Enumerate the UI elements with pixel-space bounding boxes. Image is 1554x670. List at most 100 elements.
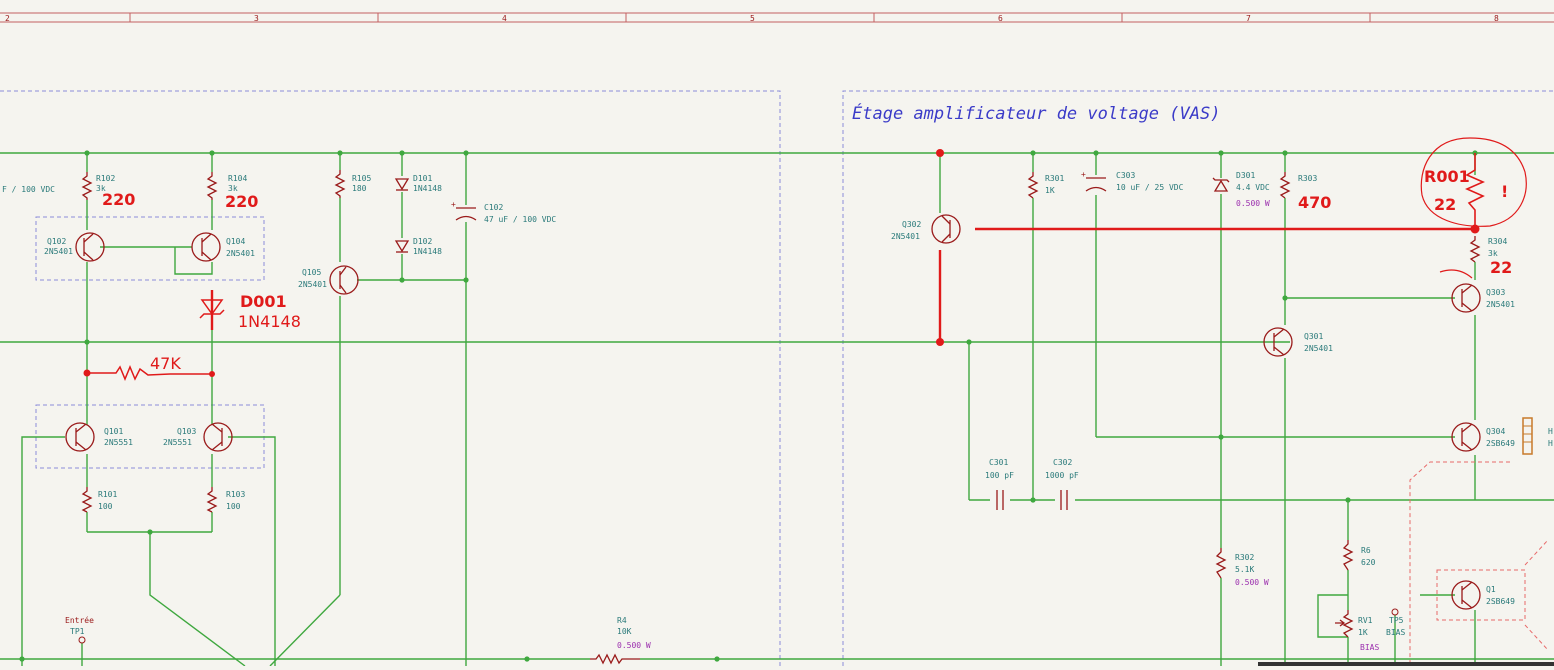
transistor-q103	[203, 422, 233, 452]
capacitor-c302	[1060, 490, 1068, 510]
r4-ref: R4	[617, 616, 627, 625]
transistor-q101	[65, 422, 95, 452]
resistor-r301	[1027, 172, 1039, 199]
annot-r001-mark: !	[1501, 182, 1508, 201]
wires-vas	[939, 153, 1554, 666]
svg-text:+: +	[451, 200, 456, 209]
annot-d001-val: 1N4148	[238, 312, 301, 331]
transistor-q104	[191, 232, 221, 262]
resistor-r105	[334, 170, 346, 198]
r104-ref: R104	[228, 174, 247, 183]
d301-val: 4.4 VDC	[1236, 183, 1270, 192]
q304-heatsink-ref: H	[1548, 427, 1553, 436]
rv1-val: 1K	[1358, 628, 1368, 637]
r302-ref: R302	[1235, 553, 1254, 562]
tp1-ref: TP1	[70, 627, 85, 636]
frame-col-5: 5	[750, 14, 755, 23]
q1-ref: Q1	[1486, 585, 1496, 594]
annot-47k-resistor	[83, 365, 215, 381]
r103-ref: R103	[226, 490, 245, 499]
capacitor-c301	[996, 490, 1004, 510]
q104-val: 2N5401	[226, 249, 255, 258]
annot-r001-circle	[1420, 137, 1527, 229]
transistor-q301	[1263, 327, 1293, 357]
tp5-val: BIAS	[1386, 628, 1405, 637]
frame-col-8: 8	[1494, 14, 1499, 23]
r105-val: 180	[352, 184, 367, 193]
c303-val: 10 uF / 25 VDC	[1116, 183, 1184, 192]
r101-ref: R101	[98, 490, 117, 499]
r4-pw: 0.500 W	[617, 641, 651, 650]
diode-d102	[394, 240, 410, 253]
r301-val: 1K	[1045, 186, 1055, 195]
c102-val: 47 uF / 100 VDC	[484, 215, 556, 224]
q105-val: 2N5401	[298, 280, 327, 289]
resistor-r104	[206, 172, 218, 200]
r101-val: 100	[98, 502, 113, 511]
annot-47k: 47K	[150, 354, 181, 373]
c101-label: F / 100 VDC	[2, 185, 55, 194]
d101-ref: D101	[413, 174, 432, 183]
q301-val: 2N5401	[1304, 344, 1333, 353]
r301-ref: R301	[1045, 174, 1064, 183]
annot-d001-symbol	[199, 290, 225, 330]
r6-ref: R6	[1361, 546, 1371, 555]
annot-d001-ref: D001	[240, 292, 287, 311]
transistors	[65, 214, 1533, 610]
junctions	[19, 150, 1478, 662]
frame-col-2: 2	[5, 14, 10, 23]
r105-ref: R105	[352, 174, 371, 183]
transistor-q303	[1451, 283, 1481, 313]
q104-ref: Q104	[226, 237, 245, 246]
d102-ref: D102	[413, 237, 432, 246]
transistor-q105	[329, 265, 359, 295]
scroll-bar-fragment	[1258, 662, 1554, 666]
sheet-frame: 2 3 4 5 6 7 8	[0, 12, 1554, 23]
r6-val: 620	[1361, 558, 1376, 567]
d301-ref: D301	[1236, 171, 1255, 180]
transistor-q302	[931, 214, 961, 244]
resistors	[81, 170, 1481, 665]
capacitors: + +	[451, 170, 1107, 510]
r304-ref: R304	[1488, 237, 1507, 246]
q103-ref: Q103	[177, 427, 196, 436]
resistor-r101	[81, 487, 93, 513]
frame-col-7: 7	[1246, 14, 1251, 23]
resistor-r6	[1342, 540, 1354, 571]
d102-val: 1N4148	[413, 247, 442, 256]
wires-left	[0, 152, 1554, 667]
capacitor-c102: +	[451, 200, 477, 221]
sheet-title: Étage amplificateur de voltage (VAS)	[852, 102, 1220, 124]
q101-val: 2N5551	[104, 438, 133, 447]
q303-val: 2N5401	[1486, 300, 1515, 309]
d101-val: 1N4148	[413, 184, 442, 193]
testpoints	[78, 608, 1399, 644]
c302-val: 1000 pF	[1045, 471, 1079, 480]
q304-ref: Q304	[1486, 427, 1505, 436]
rv1-ref: RV1	[1358, 616, 1373, 625]
resistor-r4-horizontal	[590, 653, 640, 665]
tp1-val: Entrée	[65, 615, 94, 625]
annot-r303-470: 470	[1298, 193, 1331, 212]
svg-text:+: +	[1081, 170, 1086, 179]
r302-pw: 0.500 W	[1235, 578, 1269, 587]
q101-ref: Q101	[104, 427, 123, 436]
resistor-r304	[1469, 236, 1481, 263]
transistor-q1	[1451, 580, 1481, 610]
q304-val: 2SB649	[1486, 439, 1515, 448]
transistor-q102	[75, 232, 105, 262]
annot-r304-tick	[1439, 269, 1473, 279]
tp5-ref: TP5	[1389, 616, 1404, 625]
thermal-links	[1409, 461, 1549, 666]
q1-val: 2SB649	[1486, 597, 1515, 606]
annot-r102-220: 220	[102, 190, 135, 209]
q304-heatsink-val: H	[1548, 439, 1553, 448]
q302-val: 2N5401	[891, 232, 920, 241]
r4-val: 10K	[617, 627, 632, 636]
r304-val: 3k	[1488, 249, 1498, 258]
q302-ref: Q302	[902, 220, 921, 229]
q303-ref: Q303	[1486, 288, 1505, 297]
d301-pw: 0.500 W	[1236, 199, 1270, 208]
